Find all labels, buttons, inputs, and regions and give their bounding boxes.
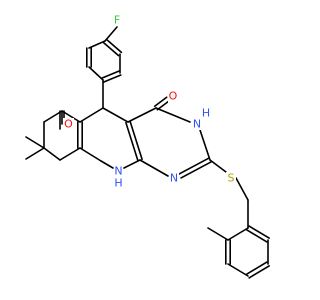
- bond-ar-c-1: [246, 261, 268, 275]
- n3-label: N: [193, 118, 201, 131]
- bond-c2-s: [209, 159, 227, 173]
- bond-layer: [25, 26, 270, 279]
- bond-f-c: [104, 26, 118, 42]
- n3-hydrogen-label-bg: [201, 107, 211, 120]
- bond-n10-c10a: [123, 159, 141, 169]
- bond-ph1-f-2: [102, 41, 120, 57]
- atom-label-layer: F O O N H N N H S: [63, 13, 236, 190]
- bond-c5-c4a: [102, 107, 129, 123]
- bond-c5-c5a: [79, 107, 104, 123]
- bond-ar-a-1: [246, 229, 268, 243]
- bond-ar-c-2: [248, 265, 270, 279]
- bond-c8-me2: [25, 147, 45, 160]
- bond-c10a-n1: [139, 159, 169, 177]
- n3-hydrogen-label: H: [202, 107, 210, 120]
- oxygen-ketone-label: O: [64, 118, 73, 131]
- molecule-structure: F O O N H N N H S: [25, 13, 270, 279]
- sulfur-label: S: [228, 172, 235, 185]
- bond-c9-c8: [43, 147, 61, 161]
- bond-c9a-c9: [59, 147, 81, 161]
- n1-label-bg: [169, 172, 179, 185]
- n3-label-bg: [192, 117, 202, 130]
- bond-c2-n3: [199, 129, 211, 161]
- sulfur-label-bg: [226, 172, 236, 185]
- bond-ph1-a: [88, 40, 106, 49]
- fluorine-label: F: [114, 14, 120, 27]
- bond-c-n10: [100, 160, 114, 169]
- oxygen-amide-label: O: [169, 90, 178, 103]
- bond-ar-a-2: [248, 225, 270, 239]
- nh10-label-bg: [114, 165, 123, 177]
- fluorine-label-bg: [112, 13, 122, 26]
- bond-c4a-c4: [127, 107, 157, 123]
- bond-ph1-d-1: [103, 74, 122, 83]
- bond-c4-o-1: [156, 99, 171, 111]
- bond-ar-f: [227, 227, 249, 241]
- oxygen-ketone-label-bg: [63, 118, 74, 131]
- bond-c4a-c10a-2: [129, 120, 143, 161]
- bond-ar-me: [207, 227, 229, 241]
- bond-ph1-f-1: [105, 38, 123, 54]
- bond-s-ch2: [235, 177, 249, 201]
- bond-c7-c6: [43, 110, 63, 123]
- bond-c4-o-2: [153, 96, 168, 108]
- bond-ph1-c: [88, 66, 104, 81]
- bond-c4a-c10a-1: [125, 121, 139, 162]
- bond-c5a-c6: [61, 110, 81, 123]
- n1-label: N: [170, 172, 178, 185]
- bond-n1-c2-2: [178, 157, 210, 175]
- oxygen-amide-label-bg: [168, 90, 179, 103]
- nh10-hydrogen-label-bg: [114, 177, 123, 189]
- bond-ar-d: [227, 263, 249, 277]
- bond-ph1-d-2: [101, 70, 120, 79]
- nh10-hydrogen-label: H: [114, 177, 122, 190]
- bond-c9a-n10: [79, 147, 102, 162]
- bond-c4-n3: [155, 107, 191, 123]
- bond-c8-me1: [25, 136, 45, 149]
- bond-n1-c2-1: [180, 161, 212, 179]
- nh10-label: N: [114, 165, 122, 178]
